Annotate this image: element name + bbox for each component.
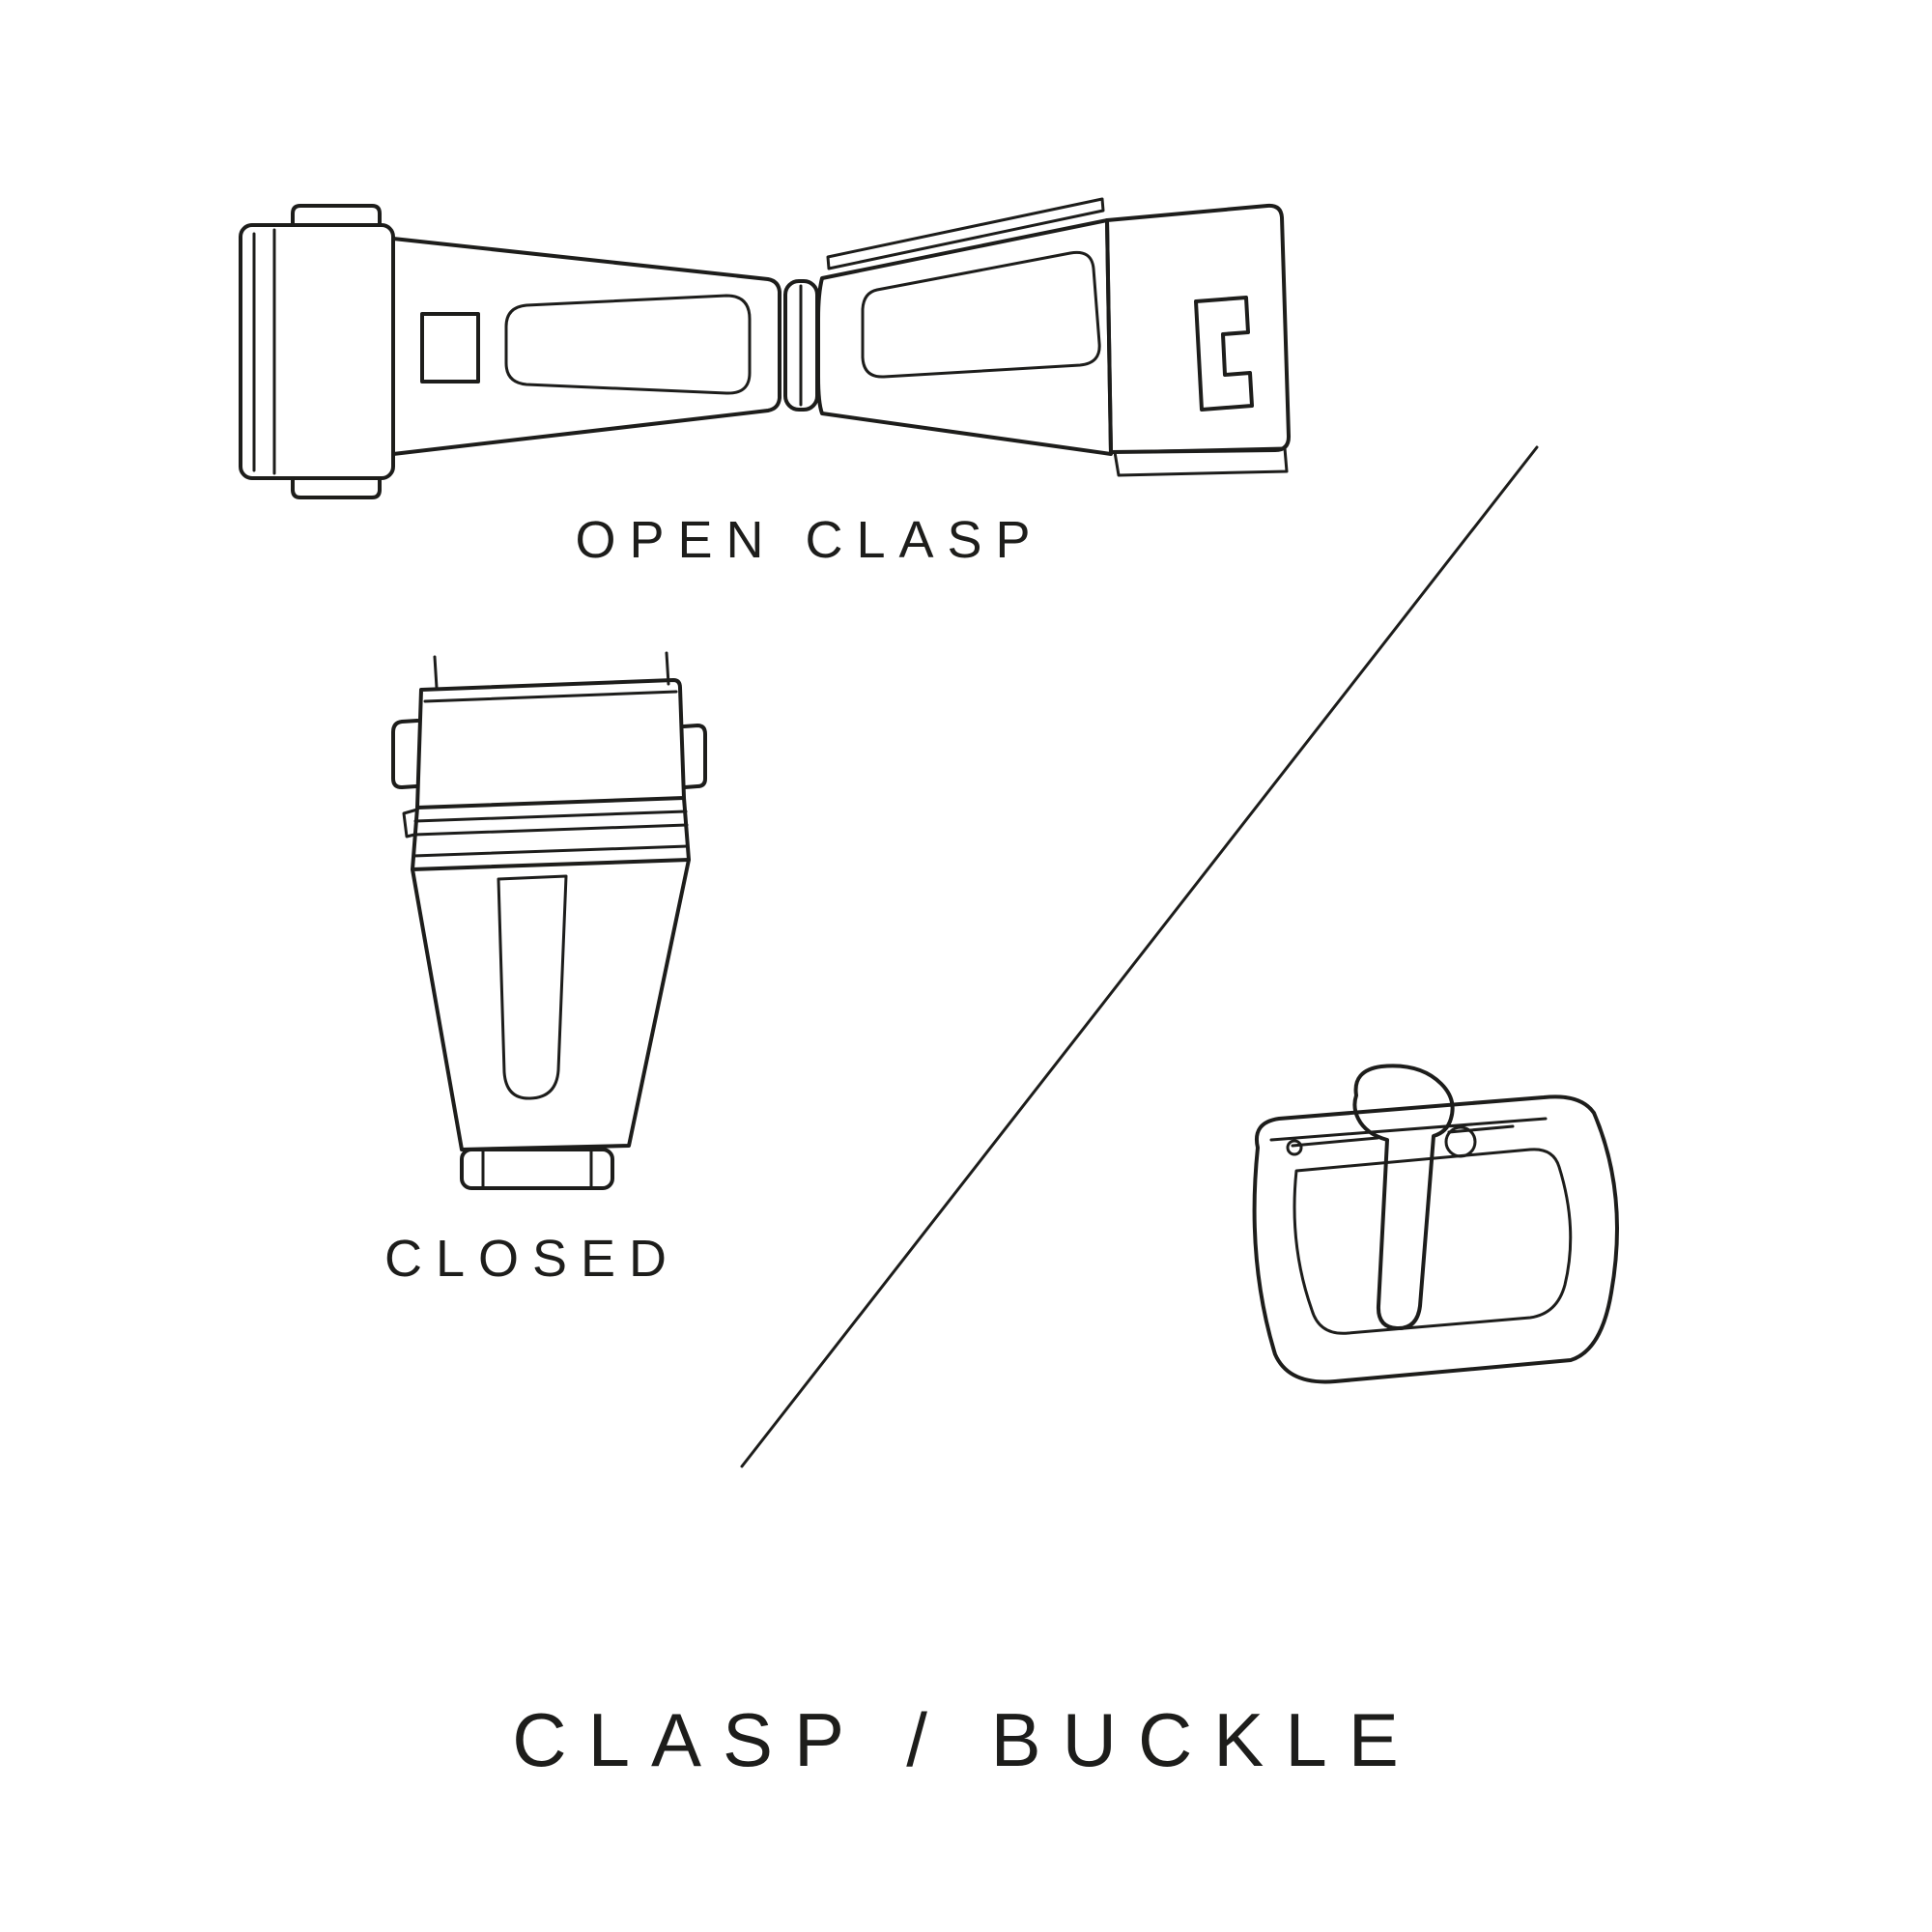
diagonal-divider-line [740,445,1539,1468]
open-clasp-right-arm [816,197,1113,456]
left-arm-slot [504,294,752,395]
buckle-pivot [1286,1139,1303,1156]
buckle-frame-inner [1293,1148,1573,1335]
open-clasp-illustration [239,197,1291,499]
diagram-title: CLASP / BUCKLE [512,1697,1420,1782]
open-clasp-left-endlink [239,204,395,499]
buckle-tongue [1352,1064,1455,1331]
right-endlink-hook [1194,296,1254,412]
closed-clasp-slot [497,874,568,1100]
closed-label: CLOSED [384,1230,681,1288]
buckle-tongue-ring [1444,1125,1477,1158]
closed-clasp-illustration [391,651,707,1190]
pin-buckle-illustration [1252,1064,1619,1384]
buckle-top-bar [1269,1117,1548,1142]
buckle-spring-bar [1291,1124,1515,1148]
open-clasp-hinge [783,279,819,412]
left-arm-notch [420,312,480,384]
open-clasp-label: OPEN CLASP [575,511,1044,569]
closed-clasp-bands [402,796,691,871]
open-clasp-right-endlink [1105,203,1291,477]
open-clasp-left-arm [391,237,781,456]
buckle-frame-outer [1252,1094,1619,1384]
right-arm-slot [861,250,1101,379]
